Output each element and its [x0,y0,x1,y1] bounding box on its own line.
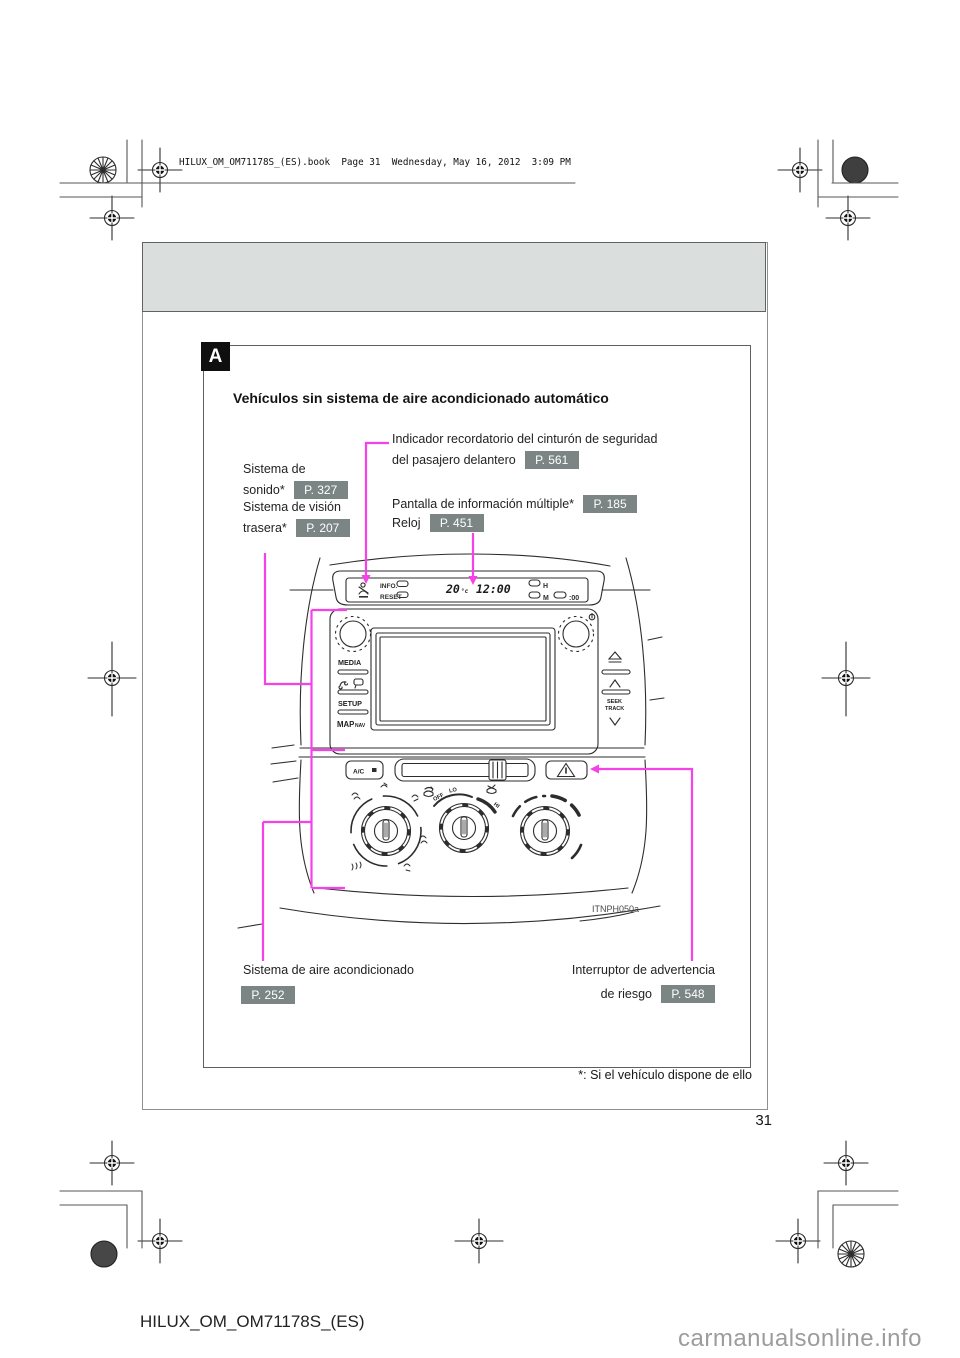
registration-mark-icon [777,147,823,193]
footnote: *: Si el vehículo dispone de ello [578,1068,752,1082]
registration-mark-icon [821,641,871,717]
page-number: 31 [755,1112,772,1129]
page-ref-561: P. 561 [524,451,579,469]
registration-mark-icon [87,641,137,717]
callout-sound-line1: Sistema de [243,462,306,476]
callout-multiinfo: Pantalla de información múltiple* P. 185 [392,495,638,513]
registration-mark-icon [137,147,183,193]
callout-aircon-text: Sistema de aire acondicionado [243,963,414,977]
page-ref-548: P. 548 [661,985,715,1003]
callout-seatbelt-line2: del pasajero delantero P. 561 [392,451,579,469]
figure-title: Vehículos sin sistema de aire acondicion… [233,390,609,406]
page-ref-185: P. 185 [583,495,638,513]
callout-rearview-text: trasera* [243,521,287,535]
print-header-line: HILUX_OM_OM71178S_(ES).book Page 31 Wedn… [179,157,571,168]
watermark: carmanualsonline.info [678,1325,922,1352]
callout-hazard-line2: de riesgo P. 548 [601,985,715,1003]
callout-seatbelt-text: del pasajero delantero [392,453,516,467]
callout-seatbelt-line1: Indicador recordatorio del cinturón de s… [392,432,658,446]
ink-dot-icon [841,156,869,184]
registration-mark-icon [775,1218,821,1264]
page-ref-207: P. 207 [295,519,350,537]
registration-mark-icon [137,1218,183,1264]
callout-sound-line2: sonido* P. 327 [243,481,348,499]
starburst-mark-icon [89,156,117,184]
document-id: HILUX_OM_OM71178S_(ES) [140,1312,365,1331]
page-ref-451: P. 451 [429,514,484,532]
callout-clock-text: Reloj [392,516,421,530]
registration-mark-icon [454,1218,504,1264]
figure-box [203,345,751,1068]
page-ref-327: P. 327 [293,481,348,499]
callout-aircon-ref: P. 252 [241,986,295,1004]
callout-rearview-line1: Sistema de visión [243,500,341,514]
page-ref-252: P. 252 [241,986,295,1004]
callout-hazard-text: de riesgo [600,987,652,1001]
callout-multiinfo-text: Pantalla de información múltiple* [392,497,575,511]
ink-dot-icon [90,1240,118,1268]
starburst-mark-icon [837,1240,865,1268]
callout-hazard-line1: Interruptor de advertencia [571,963,715,977]
callout-rearview-line2: trasera* P. 207 [243,519,350,537]
section-band [142,242,766,312]
registration-mark-icon [823,1140,869,1186]
callout-sound-text: sonido* [243,483,285,497]
callout-clock: Reloj P. 451 [392,514,484,532]
registration-mark-icon [89,1140,135,1186]
registration-mark-icon [825,195,871,241]
registration-mark-icon [89,195,135,241]
section-letter-badge: A [201,342,230,371]
